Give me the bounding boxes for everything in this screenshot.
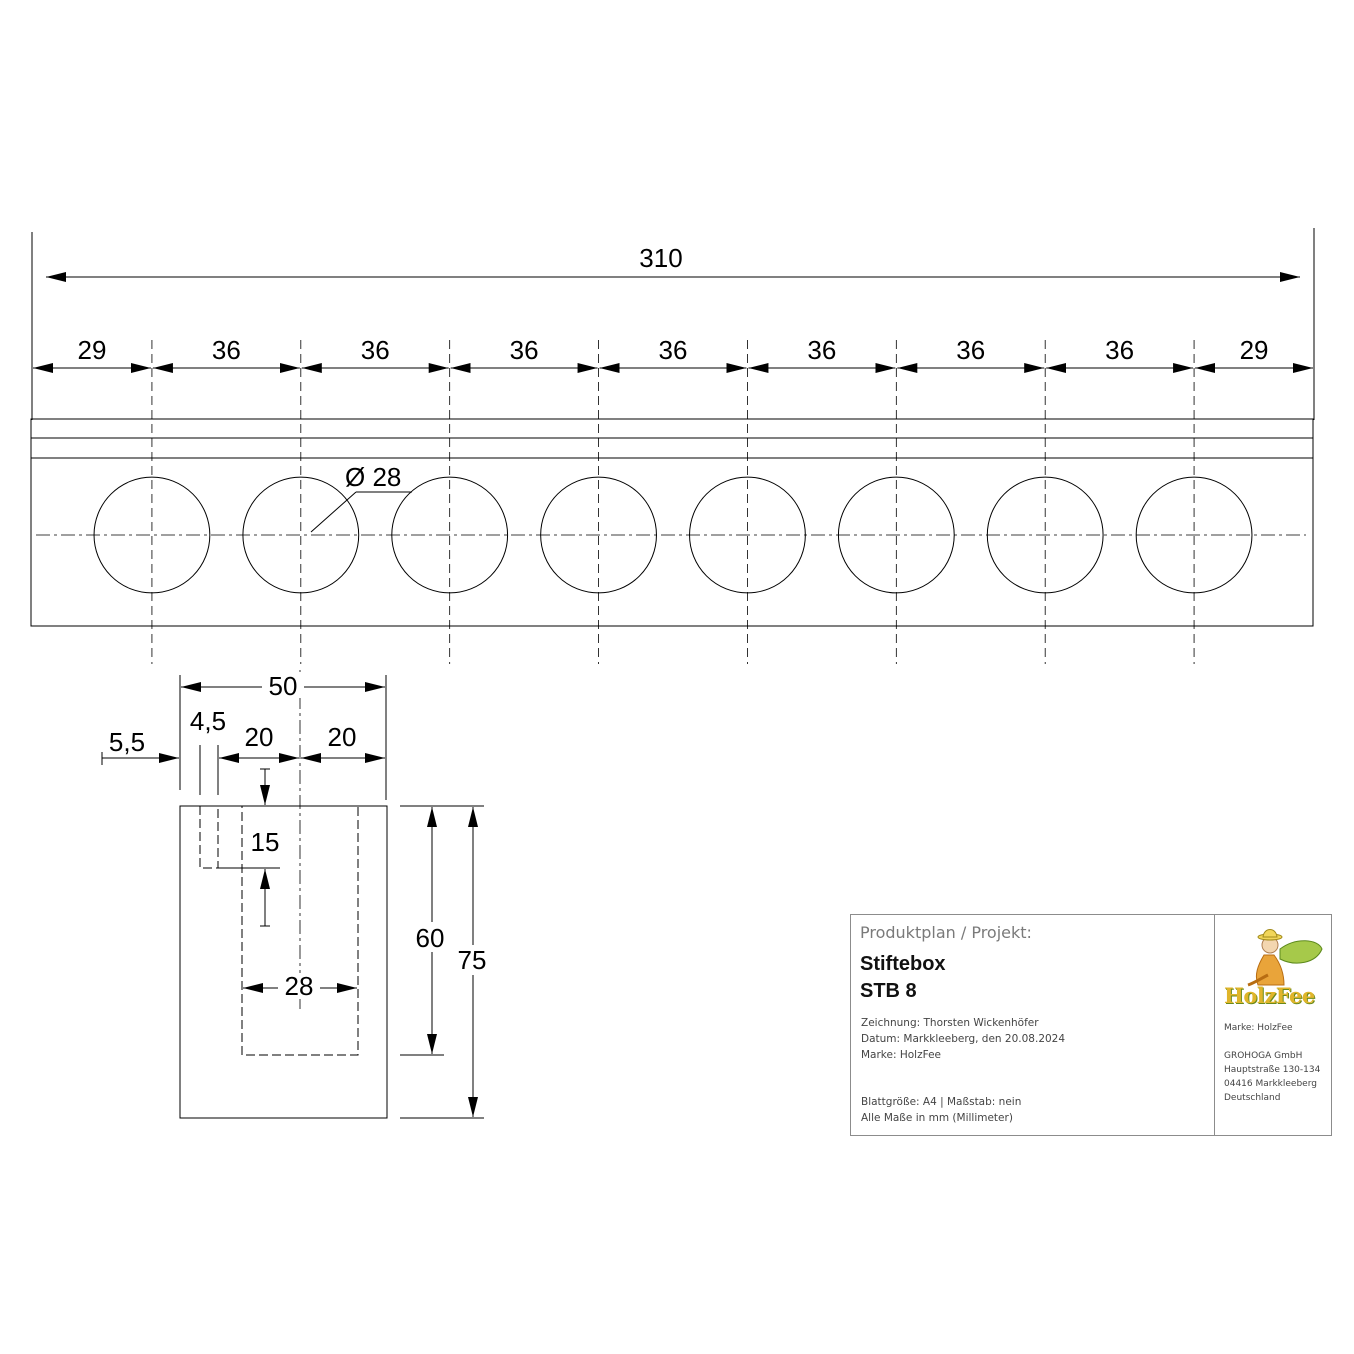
spacing-label: 36 — [659, 335, 688, 365]
pen-hole — [837, 476, 955, 594]
offset-5-5-label: 5,5 — [109, 727, 145, 757]
spacing-label: 36 — [956, 335, 985, 365]
product-code: STB 8 — [860, 980, 917, 1002]
offset-4-5-label: 4,5 — [190, 706, 226, 736]
fairy-icon — [1247, 929, 1323, 987]
half-left-label: 20 — [245, 722, 274, 752]
spacing-label: 36 — [361, 335, 390, 365]
body-outline — [30, 418, 1314, 627]
drawing-author: Zeichnung: Thorsten Wickenhöfer — [861, 1017, 1039, 1029]
spacing-label: 36 — [510, 335, 539, 365]
holes — [93, 340, 1253, 664]
spacing-label: 29 — [1240, 335, 1269, 365]
units-info: Alle Maße in mm (Millimeter) — [861, 1112, 1013, 1124]
depth-top-label: 15 — [251, 827, 280, 857]
project-heading: Produktplan / Projekt: — [860, 923, 1032, 942]
diameter-leader — [310, 491, 357, 533]
pen-hole — [391, 476, 509, 594]
side-outline — [179, 805, 388, 1119]
company-street: Hauptstraße 130-134 — [1224, 1065, 1321, 1075]
pen-hole — [242, 476, 360, 594]
company-brand: Marke: HolzFee — [1224, 1023, 1293, 1033]
company-name: GROHOGA GmbH — [1224, 1051, 1303, 1061]
outer-height-label: 75 — [458, 945, 487, 975]
spacing-label: 36 — [212, 335, 241, 365]
top-view: 310 29 36 36 36 36 36 36 36 29 Ø 28 — [30, 228, 1315, 664]
inner-width-label: 28 — [285, 971, 314, 1001]
product-title: Stiftebox — [860, 953, 946, 975]
width-label: 50 — [269, 671, 298, 701]
title-block-company: HolzFee Marke: HolzFee GROHOGA GmbH Haup… — [1214, 915, 1331, 1135]
overall-length-label: 310 — [639, 243, 682, 273]
holzfee-logo: HolzFee — [1218, 919, 1334, 1011]
pen-hole — [986, 476, 1104, 594]
hole-spacing-dimensions: 29 36 36 36 36 36 36 36 29 — [33, 335, 1313, 373]
half-right-label: 20 — [328, 722, 357, 752]
drawing-brand: Marke: HolzFee — [861, 1049, 941, 1061]
hole-diameter-label: Ø 28 — [345, 462, 401, 492]
spacing-label: 36 — [1105, 335, 1134, 365]
side-view: 50 4,5 20 20 5,5 15 28 60 75 — [101, 670, 493, 1119]
spacing-label: 36 — [807, 335, 836, 365]
pen-hole — [689, 476, 806, 594]
logo-wordmark: HolzFee — [1224, 983, 1315, 1008]
company-country: Deutschland — [1224, 1093, 1281, 1103]
pen-hole — [1135, 476, 1253, 594]
inner-height-label: 60 — [416, 923, 445, 953]
sheet-info: Blattgröße: A4 | Maßstab: nein — [861, 1096, 1022, 1108]
title-block: Produktplan / Projekt: Stiftebox STB 8 Z… — [850, 914, 1332, 1136]
title-block-info: Produktplan / Projekt: Stiftebox STB 8 Z… — [851, 915, 1215, 1135]
pen-hole — [540, 476, 657, 594]
pen-hole — [93, 476, 211, 594]
drawing-date: Datum: Markkleeberg, den 20.08.2024 — [861, 1033, 1066, 1045]
company-city: 04416 Markkleeberg — [1224, 1079, 1317, 1089]
spacing-label: 29 — [78, 335, 107, 365]
lid-groove-hidden — [199, 806, 219, 869]
